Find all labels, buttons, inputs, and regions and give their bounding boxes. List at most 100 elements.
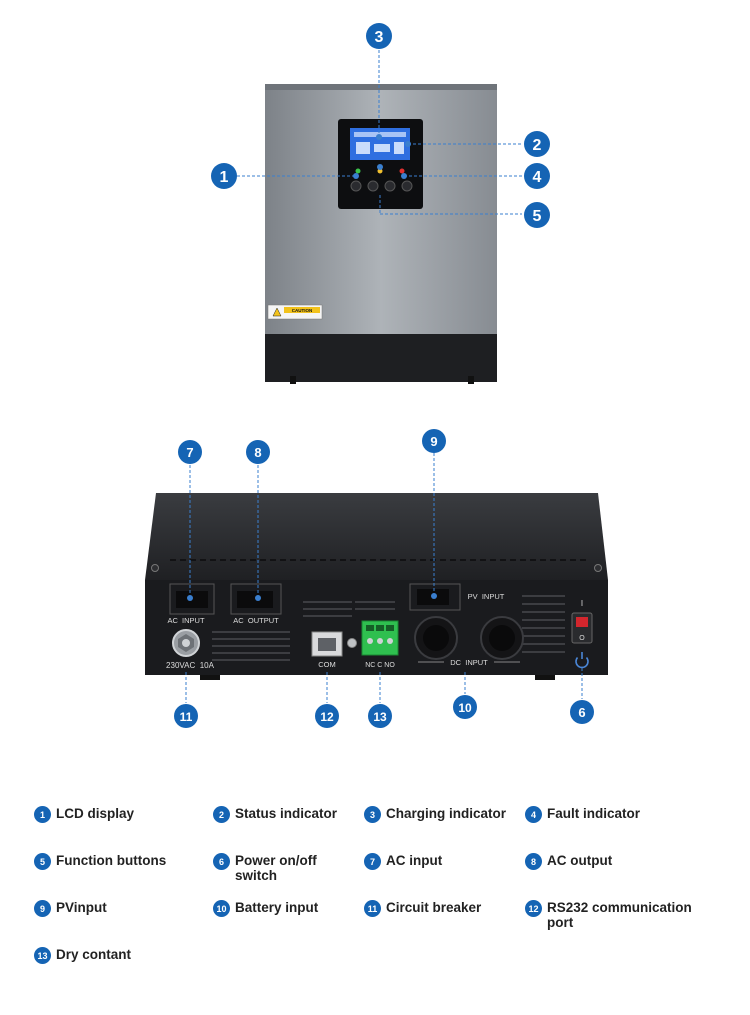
callout-13: 13	[368, 704, 392, 728]
legend-label: Circuit breaker	[386, 900, 482, 915]
callout-8: 8	[246, 440, 270, 464]
switch-off-mark: O	[579, 635, 585, 642]
dry-contact-label: NC C NO	[365, 662, 395, 669]
ac-output-terminal	[230, 583, 282, 615]
svg-text:9: 9	[430, 434, 437, 449]
svg-text:13: 13	[373, 710, 387, 724]
pv-input-label: PV INPUT	[468, 592, 505, 601]
breaker-button	[182, 639, 190, 647]
dc-input-label: DC INPUT	[450, 658, 488, 667]
callout-1: 1	[211, 163, 237, 189]
svg-text:12: 12	[320, 710, 334, 724]
rear-view: AC INPUT AC OUTPUT	[145, 429, 608, 728]
svg-text:4: 4	[533, 169, 542, 186]
legend-item-battery-input: 10 Battery input	[213, 900, 385, 917]
function-button-3[interactable]	[384, 180, 396, 192]
vent-grille-left	[212, 631, 290, 661]
ac-output-label: AC OUTPUT	[233, 616, 279, 625]
legend-item-dry-contact: 13 Dry contant	[34, 947, 206, 964]
legend-number: 1	[34, 806, 51, 823]
callout-11: 11	[174, 704, 198, 728]
legend-item-circuit-breaker: 11 Circuit breaker	[364, 900, 536, 917]
legend-number: 8	[525, 853, 542, 870]
legend-label: Function buttons	[56, 853, 167, 868]
front-callout-lines	[232, 50, 522, 215]
legend-label: PVinput	[56, 900, 107, 915]
legend-item-status-indicator: 2 Status indicator	[213, 806, 385, 823]
legend-label: Battery input	[235, 900, 319, 915]
legend-number: 4	[525, 806, 542, 823]
ac-input-label: AC INPUT	[167, 616, 205, 625]
callout-7: 7	[178, 440, 202, 464]
svg-text:11: 11	[180, 710, 193, 724]
legend-item-fault-indicator: 4 Fault indicator	[525, 806, 697, 823]
vent-grille-right	[522, 595, 565, 653]
front-foot-left	[290, 376, 296, 384]
caution-text: CAUTION	[292, 308, 313, 313]
svg-text:5: 5	[533, 208, 542, 225]
legend-item-lcd-display: 1 LCD display	[34, 806, 206, 823]
status-led	[355, 168, 361, 174]
callout-5: 5	[524, 202, 550, 228]
legend-number: 12	[525, 900, 542, 917]
function-button-2[interactable]	[367, 180, 379, 192]
callout-3: 3	[366, 23, 392, 49]
legend-label: Power on/off switch	[235, 853, 317, 883]
legend-label: Fault indicator	[547, 806, 641, 821]
legend-label: Dry contant	[56, 947, 132, 962]
legend: 1 LCD display 2 Status indicator 3 Charg…	[0, 790, 750, 1010]
caution-banner	[284, 307, 320, 313]
legend-label: Charging indicator	[386, 806, 507, 821]
legend-label: AC input	[386, 853, 443, 868]
legend-number: 5	[34, 853, 51, 870]
legend-number: 2	[213, 806, 230, 823]
callout-2: 2	[524, 131, 550, 157]
legend-number: 13	[34, 947, 51, 964]
front-foot-right	[468, 376, 474, 384]
svg-text:8: 8	[254, 445, 261, 460]
svg-text:1: 1	[220, 169, 229, 186]
legend-label: AC output	[547, 853, 613, 868]
lcd-icon-mid	[374, 144, 390, 152]
legend-item-function-buttons: 5 Function buttons	[34, 853, 206, 870]
rear-foot-right	[535, 675, 555, 680]
ground-screw	[347, 638, 357, 648]
callout-12: 12	[315, 704, 339, 728]
fault-led	[399, 168, 405, 174]
legend-item-charging-indicator: 3 Charging indicator	[364, 806, 536, 823]
callout-9: 9	[422, 429, 446, 453]
svg-text:6: 6	[578, 705, 585, 720]
legend-item-pv-input: 9 PVinput	[34, 900, 206, 917]
power-icon	[575, 652, 589, 669]
com-label: COM	[318, 660, 336, 669]
front-black-base	[265, 334, 497, 382]
rear-housing-top	[145, 493, 608, 580]
function-button-1[interactable]	[350, 180, 362, 192]
legend-number: 11	[364, 900, 381, 917]
svg-text:2: 2	[533, 137, 542, 154]
legend-item-rs232-port: 12 RS232 communication port	[525, 900, 717, 930]
front-view: CAUTION 3 1 2	[211, 23, 550, 384]
svg-text:3: 3	[375, 29, 384, 46]
pv-input-terminal	[409, 583, 461, 611]
screw-left	[151, 564, 159, 572]
legend-number: 7	[364, 853, 381, 870]
legend-item-ac-output: 8 AC output	[525, 853, 697, 870]
ac-input-terminal	[169, 583, 215, 615]
svg-text:7: 7	[186, 445, 193, 460]
switch-on-mark: I	[581, 599, 583, 608]
legend-label: Status indicator	[235, 806, 338, 821]
breaker-rating: 230VAC 10A	[166, 661, 215, 670]
front-callout-dots	[353, 134, 411, 179]
rear-foot-left	[200, 675, 220, 680]
callout-6: 6	[570, 700, 594, 724]
screw-right	[594, 564, 602, 572]
svg-text:10: 10	[458, 701, 472, 715]
lcd-icon-left	[356, 142, 370, 154]
rear-callout-lines	[185, 453, 583, 703]
warning-triangle-icon	[272, 307, 282, 317]
product-diagram: CAUTION 3 1 2	[145, 23, 608, 728]
function-button-4[interactable]	[401, 180, 413, 192]
callout-4: 4	[524, 163, 550, 189]
legend-number: 6	[213, 853, 230, 870]
